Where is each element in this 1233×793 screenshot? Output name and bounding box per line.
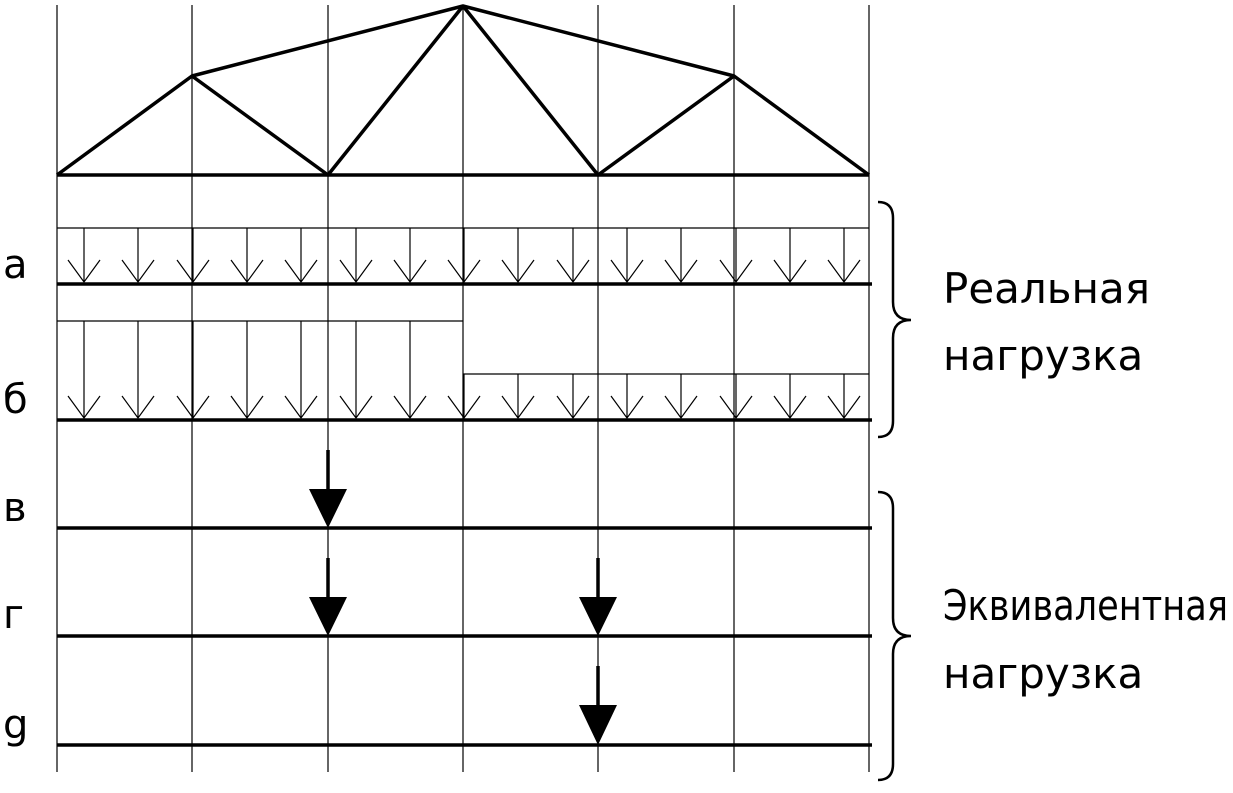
group-equivalent-line2: нагрузка	[943, 649, 1143, 698]
distributed-load-arrow	[67, 321, 101, 420]
truss-diagonals-right	[461, 4, 736, 177]
brace-real	[877, 200, 912, 439]
truss	[55, 4, 871, 177]
row-label-g: г	[3, 592, 24, 638]
distributed-load-arrow	[610, 374, 644, 420]
group-real-line2: нагрузка	[943, 331, 1143, 380]
distributed-load-arrow	[556, 374, 590, 420]
distributed-load-arrow	[393, 321, 427, 420]
distributed-load-arrow	[664, 228, 698, 284]
distributed-load-arrow	[556, 228, 590, 284]
load-row-d	[57, 666, 872, 747]
row-label-b: б	[3, 377, 28, 423]
distributed-load-arrow	[67, 228, 101, 284]
row-a-uniform-arrows	[67, 228, 861, 284]
distributed-load-arrow	[230, 321, 264, 420]
distributed-load-arrow	[501, 374, 535, 420]
group-real-line1: Реальная	[943, 264, 1150, 313]
row-label-d: g	[3, 702, 28, 748]
distributed-load-arrow	[393, 228, 427, 284]
load-row-g	[57, 558, 872, 638]
point-load-arrow	[309, 558, 347, 636]
distributed-load-arrow	[773, 228, 807, 284]
distributed-load-arrow	[339, 321, 373, 420]
load-row-v	[57, 450, 872, 530]
distributed-load-arrow	[176, 228, 210, 284]
point-load-arrow	[579, 666, 617, 745]
distributed-load-arrow	[284, 321, 318, 420]
distributed-load-arrow	[121, 228, 155, 284]
group-equivalent-line1: Эквивалентная	[943, 581, 1228, 630]
row-label-a: а	[3, 242, 28, 288]
distributed-load-arrow	[719, 228, 753, 284]
distributed-load-arrow	[447, 228, 481, 284]
distributed-load-arrow	[610, 228, 644, 284]
load-row-a	[57, 227, 872, 286]
distributed-load-arrow	[773, 374, 807, 420]
truss-diagonals-left	[190, 4, 465, 177]
distributed-load-arrow	[230, 228, 264, 284]
distributed-load-arrow	[501, 228, 535, 284]
distributed-load-arrow	[284, 228, 318, 284]
point-load-arrow	[309, 450, 347, 528]
distributed-load-arrow	[827, 228, 861, 284]
distributed-load-arrow	[121, 321, 155, 420]
row-label-v: в	[3, 485, 27, 531]
distributed-load-arrow	[664, 374, 698, 420]
row-b-uniform-arrows	[67, 321, 861, 420]
distributed-load-arrow	[719, 374, 753, 420]
vertical-grid-lines	[56, 5, 870, 772]
point-load-arrow	[579, 558, 617, 636]
brace-equivalent	[877, 490, 912, 782]
distributed-load-arrow	[447, 374, 481, 420]
distributed-load-arrow	[827, 374, 861, 420]
distributed-load-arrow	[339, 228, 373, 284]
distributed-load-arrow	[176, 321, 210, 420]
load-row-b	[57, 320, 872, 422]
